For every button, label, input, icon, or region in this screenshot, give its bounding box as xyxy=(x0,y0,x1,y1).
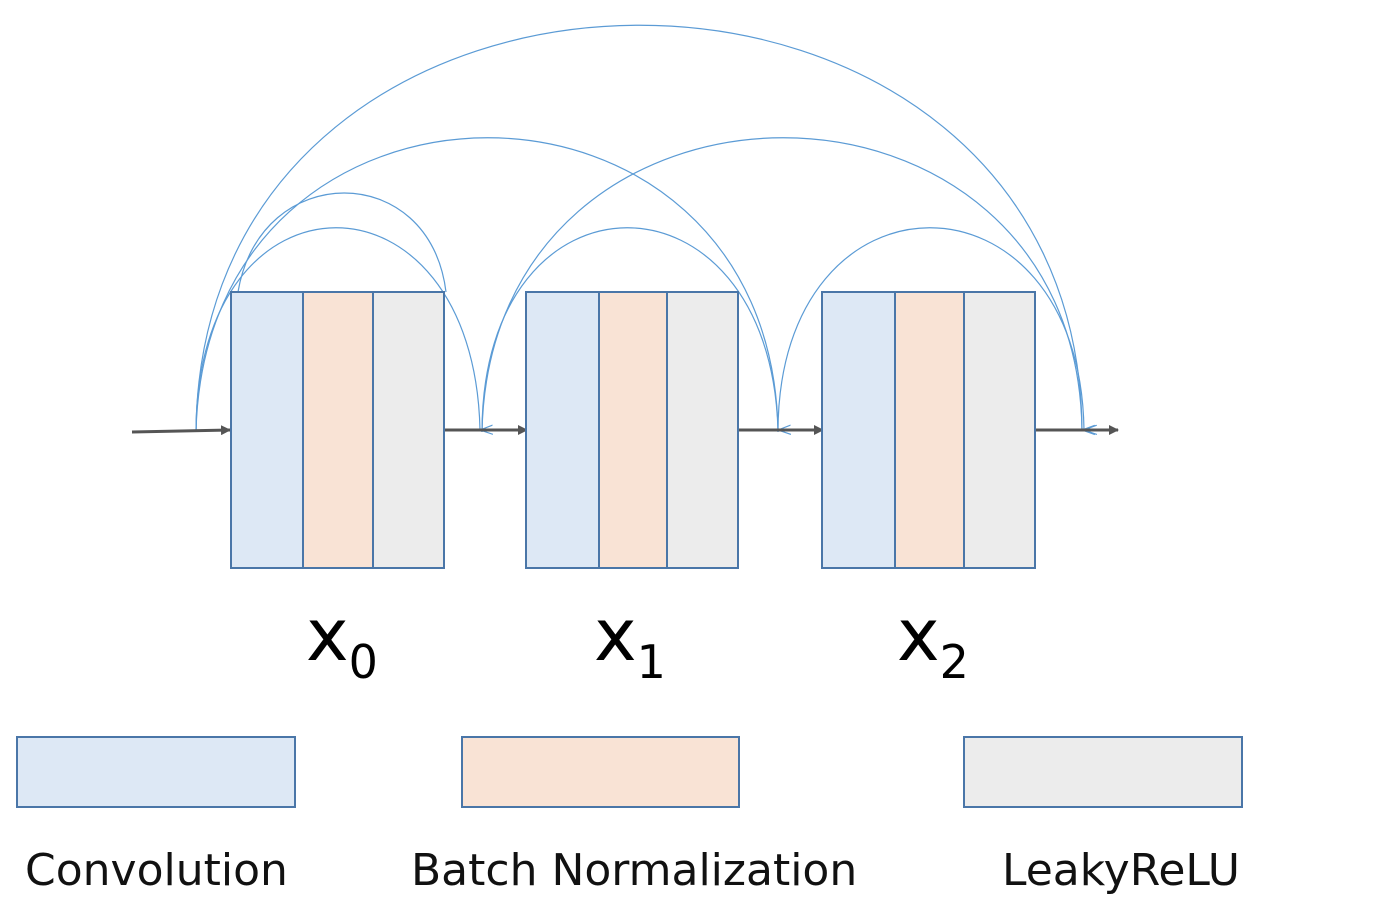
legend: Convolution Batch Normalization LeakyReL… xyxy=(16,736,1243,896)
legend-label-convolution: Convolution xyxy=(25,845,288,896)
block-label-x2: x2 xyxy=(897,593,969,689)
skip-arc-in-to-x2 xyxy=(195,137,778,432)
x0-convolution-layer xyxy=(230,291,304,569)
x2-convolution-layer xyxy=(821,291,896,569)
legend-label-batchnorm: Batch Normalization xyxy=(411,845,857,896)
x0-leakyrelu-layer xyxy=(372,291,445,569)
main-flow xyxy=(131,425,1119,436)
x0-batchnorm-layer xyxy=(302,291,374,569)
legend-swatch-convolution xyxy=(16,736,296,808)
block-label-x1: x1 xyxy=(594,593,666,689)
x2-leakyrelu-layer xyxy=(963,291,1036,569)
block-x0 xyxy=(230,291,445,569)
skip-arc-in-to-out xyxy=(195,24,1082,432)
legend-swatch-leakyrelu xyxy=(963,736,1243,808)
legend-label-leakyrelu: LeakyReLU xyxy=(1002,845,1240,896)
x2-batchnorm-layer xyxy=(894,291,965,569)
skip-arc-x1-to-out xyxy=(481,137,1083,433)
skip-arc-x2-to-out xyxy=(777,227,1084,432)
block-x2 xyxy=(821,291,1036,569)
skip-connections xyxy=(195,24,1084,433)
skip-arc-in-to-x1 xyxy=(195,227,480,432)
x1-convolution-layer xyxy=(525,291,600,569)
block-label-x0: x0 xyxy=(306,593,378,689)
block-x1 xyxy=(525,291,739,569)
input-arrow xyxy=(131,425,231,436)
legend-swatch-batchnorm xyxy=(461,736,740,808)
x1-batchnorm-layer xyxy=(598,291,668,569)
x1-leakyrelu-layer xyxy=(666,291,739,569)
skip-arc-x0-to-x1 xyxy=(237,192,447,293)
